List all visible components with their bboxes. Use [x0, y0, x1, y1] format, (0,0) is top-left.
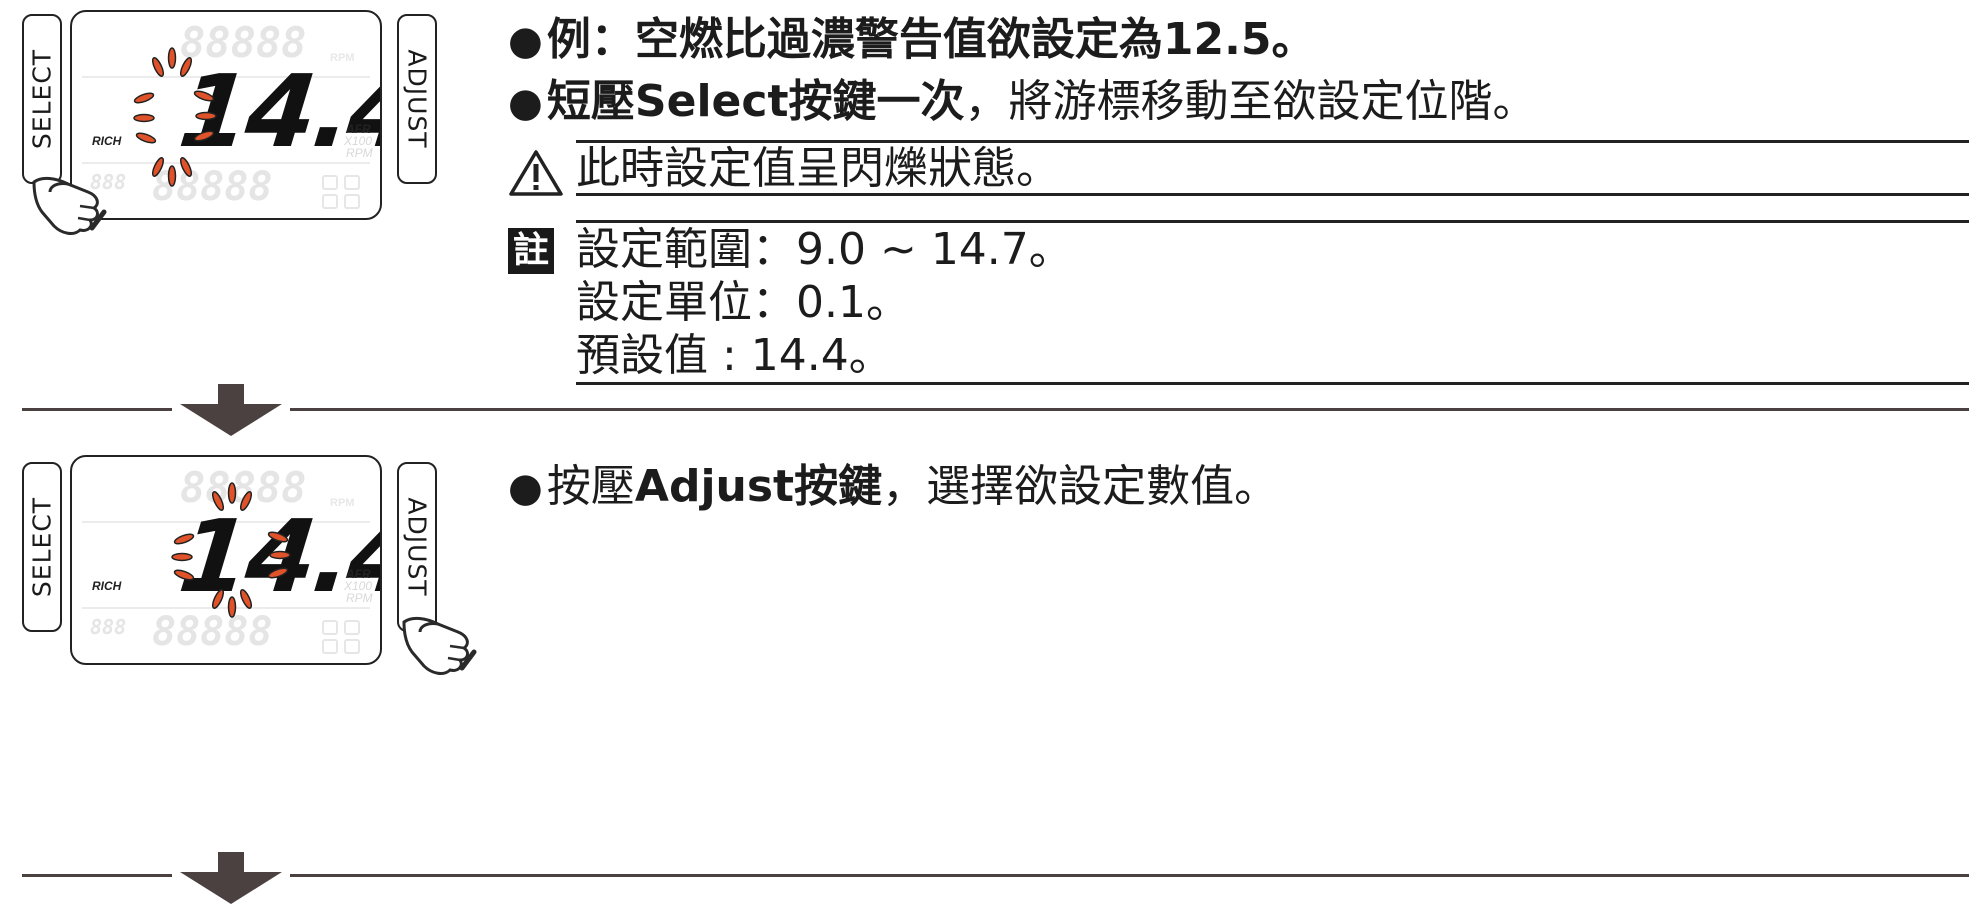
rpm-top-tag: RPM	[330, 52, 355, 64]
indicator-box	[344, 639, 360, 654]
adjust-instruction-rest: 按鍵	[794, 461, 883, 512]
bullet-icon: ●	[508, 18, 543, 64]
note-rule-top	[576, 220, 1969, 223]
flash-mark	[227, 482, 237, 504]
flash-mark	[167, 47, 177, 69]
ghost-small-digits: 888	[90, 170, 127, 194]
flash-mark	[179, 57, 193, 77]
select-instruction-prefix: 短壓	[546, 76, 635, 127]
flash-mark	[227, 596, 237, 618]
adjust-button[interactable]: ADJUST	[397, 14, 437, 184]
warning-rule-bottom	[576, 193, 1969, 196]
indicator-box	[322, 194, 338, 209]
bullet-icon: ●	[508, 465, 543, 511]
rpm-tag: RPM	[346, 146, 373, 160]
rich-tag: RICH	[92, 134, 122, 148]
adjust-button-label: ADJUST	[402, 497, 432, 597]
rpm-top-tag: RPM	[330, 497, 355, 509]
select-instruction-line: ●短壓Select按鍵一次，將游標移動至欲設定位階。	[508, 80, 1536, 124]
warning-text: 此時設定值呈閃爍狀態。	[576, 143, 1060, 194]
indicator-box	[322, 620, 338, 635]
indicator-box	[322, 175, 338, 190]
flash-mark	[269, 550, 291, 560]
warning-triangle-icon	[509, 150, 563, 196]
select-button[interactable]: SELECT	[22, 462, 62, 632]
select-instruction-rest: 按鍵一次	[788, 76, 965, 127]
lcd-divider-top	[82, 76, 370, 78]
ghost-small-digits: 888	[90, 615, 127, 639]
pointing-hand-icon	[32, 176, 107, 235]
flash-mark	[173, 569, 195, 581]
flash-marks	[171, 482, 291, 618]
example-line: ●例：空燃比過濃警告值欲設定為12.5。	[508, 18, 1315, 62]
rich-tag: RICH	[92, 579, 122, 593]
select-key: Select	[634, 76, 789, 127]
flash-mark	[179, 157, 193, 177]
flash-mark	[239, 491, 253, 511]
note-unit: 設定單位：0.1。	[576, 277, 910, 328]
select-button-label: SELECT	[27, 48, 57, 150]
flash-mark	[193, 130, 215, 142]
note-range: 設定範圍：9.0 ~ 14.7。	[576, 224, 1073, 275]
flash-mark	[239, 589, 253, 609]
flash-mark	[167, 165, 177, 187]
select-instruction-tail: ，將游標移動至欲設定位階。	[964, 76, 1537, 127]
x100-tag: X100	[344, 134, 373, 148]
x100-tag: X100	[344, 579, 373, 593]
adjust-button[interactable]: ADJUST	[397, 462, 437, 632]
indicator-box	[322, 639, 338, 654]
flash-mark	[211, 491, 225, 511]
note-default: 預設值 : 14.4。	[576, 330, 893, 381]
flash-mark	[171, 552, 193, 562]
afr-tag: AFR	[346, 122, 371, 136]
example-text: 例：空燃比過濃警告值欲設定為12.5。	[546, 14, 1316, 65]
flash-mark	[267, 567, 289, 579]
ghost-digits-bottom: 88888	[152, 609, 273, 655]
adjust-key: Adjust	[634, 461, 795, 512]
lcd-display: 88888 RPM 14.4 RICH AFR X100 RPM 888 888…	[70, 10, 382, 220]
adjust-instruction-prefix: 按壓	[546, 461, 635, 512]
separator-line	[290, 408, 1969, 411]
select-button-label: SELECT	[27, 496, 57, 598]
note-badge-text: 註	[512, 230, 549, 271]
indicator-box	[344, 175, 360, 190]
pointing-hand-icon	[402, 616, 477, 675]
separator-line	[22, 874, 172, 877]
adjust-instruction-line: ●按壓Adjust按鍵，選擇欲設定數值。	[508, 465, 1278, 509]
flash-mark	[151, 157, 165, 177]
note-badge: 註	[508, 228, 554, 274]
rpm-tag: RPM	[346, 591, 373, 605]
lcd-display: 88888 RPM 14.4 RICH AFR X100 RPM 888 888…	[70, 455, 382, 665]
flash-marks	[133, 47, 217, 187]
afr-tag: AFR	[346, 567, 371, 581]
flash-mark	[193, 90, 215, 102]
flash-mark	[151, 57, 165, 77]
flash-mark	[133, 92, 155, 104]
arrow-down-icon	[180, 384, 282, 436]
adjust-button-label: ADJUST	[402, 49, 432, 149]
indicator-box	[344, 194, 360, 209]
lcd-divider-bottom	[82, 162, 370, 164]
flash-mark	[173, 533, 195, 545]
flash-mark	[135, 132, 157, 144]
indicator-box	[344, 620, 360, 635]
flash-mark	[195, 111, 217, 121]
flash-mark	[267, 531, 289, 543]
arrow-down-icon	[180, 852, 282, 904]
lcd-divider-top	[82, 521, 370, 523]
bullet-icon: ●	[508, 80, 543, 126]
warning-rule-top	[576, 140, 1969, 143]
flash-mark	[211, 589, 225, 609]
separator-line	[290, 874, 1969, 877]
separator-line	[22, 408, 172, 411]
adjust-instruction-tail: ，選擇欲設定數值。	[882, 461, 1279, 512]
select-button[interactable]: SELECT	[22, 14, 62, 184]
flash-mark	[133, 113, 155, 123]
note-rule-bottom	[576, 382, 1969, 385]
lcd-divider-bottom	[82, 607, 370, 609]
ghost-digits-top: 88888	[180, 18, 307, 67]
